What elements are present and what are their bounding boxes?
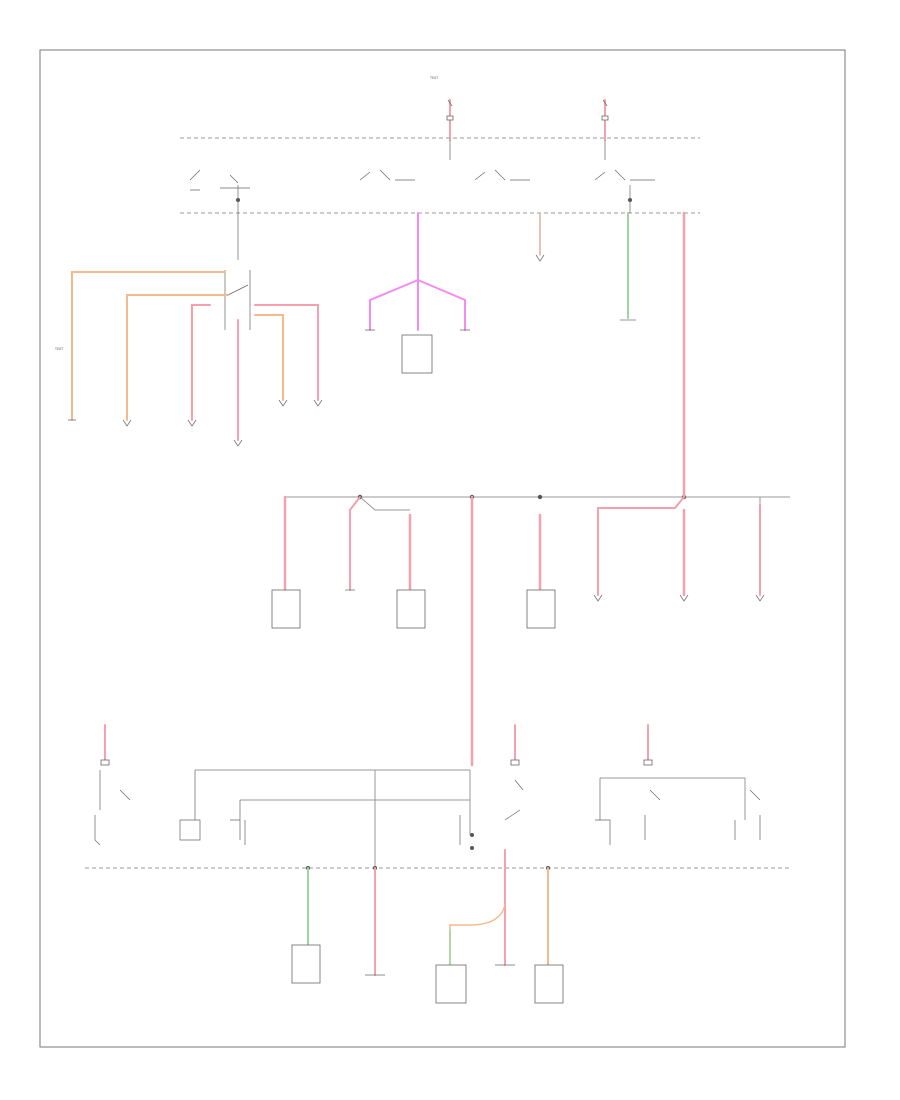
bottom-module-2 [435, 964, 467, 1004]
top-section: TEXT [180, 76, 700, 214]
ignition-switch-row [189, 140, 655, 191]
middle-module-3 [526, 589, 556, 629]
magenta-branch [365, 212, 470, 374]
top-fuse-1: TEXT [429, 76, 454, 141]
middle-module-2 [396, 589, 426, 629]
bottom-module-1 [291, 944, 321, 984]
bottom-module-3 [534, 964, 564, 1004]
magenta-module [401, 334, 433, 374]
top-fuse-2 [601, 99, 609, 141]
diagram-frame [39, 49, 846, 1048]
switch-contacts [236, 185, 632, 213]
left-feed-branch: TEXT [54, 213, 323, 447]
svg-text:TEXT: TEXT [429, 76, 438, 80]
svg-text:TEXT: TEXT [54, 347, 63, 351]
bottom-section [85, 724, 790, 1004]
middle-section [271, 468, 790, 767]
top-drops [535, 211, 686, 472]
middle-module-1 [271, 589, 301, 629]
